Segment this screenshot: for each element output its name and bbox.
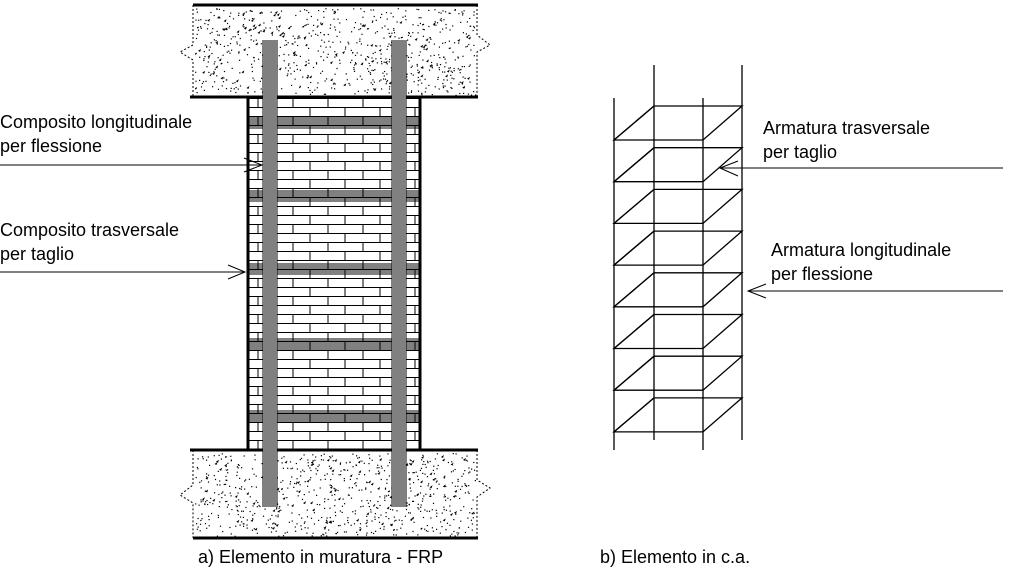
top-concrete-slab xyxy=(178,3,491,99)
label-line: Armatura trasversale xyxy=(763,118,931,138)
label-line: Armatura longitudinale xyxy=(771,240,952,260)
label-rebar-shear: Armatura trasversale per taglio xyxy=(763,116,930,164)
label-line: per taglio xyxy=(763,142,838,162)
caption-rc: b) Elemento in c.a. xyxy=(600,547,751,567)
rebar-cage xyxy=(612,65,744,450)
bottom-concrete-slab xyxy=(179,448,491,540)
caption-masonry: a) Elemento in muratura - FRP xyxy=(198,547,444,567)
label-line: Composito longitudinale xyxy=(0,112,193,132)
arrow-rebar-shear xyxy=(718,160,1003,177)
label-line: Composito trasversale xyxy=(0,220,180,240)
label-rebar-flexure: Armatura longitudinale per flessione xyxy=(771,238,951,286)
arrow-frp-flexure xyxy=(0,157,264,173)
frp-longitudinal-strips xyxy=(262,40,407,507)
label-line: per flessione xyxy=(771,264,874,284)
arrow-frp-shear xyxy=(0,264,247,280)
label-frp-flexure: Composito longitudinale per flessione xyxy=(0,110,192,158)
arrow-rebar-flexure xyxy=(746,283,1003,299)
label-line: per flessione xyxy=(0,136,103,156)
label-line: per taglio xyxy=(0,244,75,264)
label-frp-shear: Composito trasversale per taglio xyxy=(0,218,179,266)
